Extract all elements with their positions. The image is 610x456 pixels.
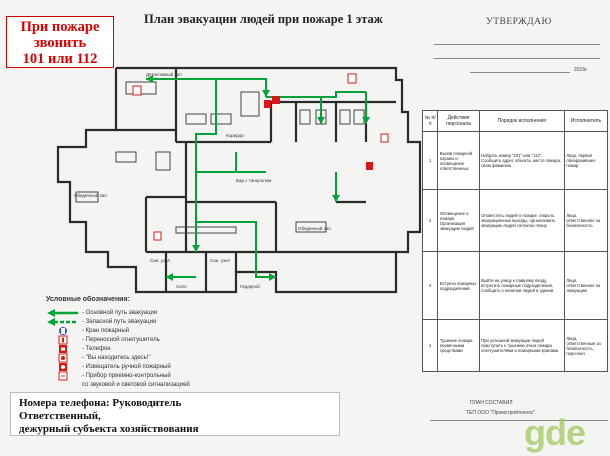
table-cell-n: 2 bbox=[421, 189, 439, 252]
legend-title: Условные обозначения: bbox=[46, 296, 130, 303]
table-cell-n: 3 bbox=[421, 251, 439, 320]
floor-plan: Детективный зал Коридор Бар с танцполом … bbox=[56, 66, 422, 294]
fire-call-line3: 101 или 112 bbox=[22, 51, 98, 67]
approve-heading: УТВЕРЖДАЮ bbox=[486, 17, 552, 27]
room-wardrobe: Гардероб bbox=[240, 284, 260, 289]
table-cell-order: Набрать номер "101" или "112". Сообщить … bbox=[478, 131, 565, 190]
col-number: № п/п bbox=[421, 110, 439, 132]
legend-label: - Извещатель ручной пожарный bbox=[82, 364, 171, 370]
room-dining-left: Обеденный зал bbox=[74, 192, 107, 198]
table-cell-exec: Лицо, ответственное за эвакуацию bbox=[563, 251, 609, 320]
telephone-icon bbox=[44, 344, 82, 354]
fire-call-line1: При пожаре bbox=[20, 19, 100, 35]
table-cell-action: Встреча пожарных подразделений bbox=[437, 251, 480, 320]
phone-box: Номера телефона: Руководитель Ответствен… bbox=[10, 392, 340, 436]
compiled-signature-line bbox=[430, 420, 608, 421]
legend-label: - Запасной путь эвакуации bbox=[82, 319, 157, 325]
fire-hydrant-icon bbox=[44, 326, 82, 336]
compiled-org: ТЕП ООО "Промстройтехнос" bbox=[466, 410, 536, 416]
col-order: Порядок исполнения bbox=[478, 110, 565, 132]
room-wc-1: Сан. узел bbox=[150, 258, 170, 263]
room-corridor: Коридор bbox=[226, 133, 244, 138]
legend-label: - Телефон bbox=[82, 346, 111, 352]
legend-item: - Запасной путь эвакуации bbox=[44, 317, 156, 327]
table-cell-order: Оповестить людей о пожаре, открыть эваку… bbox=[478, 189, 565, 252]
compiled-heading: ПЛАН СОСТАВИЛ bbox=[470, 400, 513, 406]
phone-line1: Номера телефона: Руководитель bbox=[19, 397, 182, 409]
approve-signature-line-3 bbox=[470, 72, 570, 73]
legend-label: - Кран пожарный bbox=[82, 328, 129, 334]
room-wc-2: Сан. узел bbox=[210, 258, 230, 263]
manual-alarm-icon bbox=[44, 362, 82, 372]
fire-call-notice: При пожаре звонить 101 или 112 bbox=[6, 16, 114, 68]
route-arrowheads bbox=[146, 75, 370, 281]
spare-route-arrow-icon bbox=[44, 317, 82, 327]
fire-extinguisher-icon bbox=[44, 335, 82, 345]
table-cell-exec: Лицо, первое обнаружившее пожар bbox=[563, 131, 609, 190]
legend-item: - Переносной огнетушитель bbox=[44, 335, 160, 345]
table-cell-exec: Лица, ответственные за безопасность, пер… bbox=[563, 319, 609, 372]
plan-walls bbox=[56, 66, 422, 294]
fire-equipment-markers bbox=[132, 73, 389, 241]
legend-label: - "Вы находитесь здесь!" bbox=[82, 355, 151, 361]
phone-line3: дежурный субъекта хозяйствования bbox=[19, 423, 199, 435]
room-detective-hall: Детективный зал bbox=[146, 71, 182, 77]
room-bar: Бар с танцполом bbox=[236, 178, 271, 183]
legend-label: - Прибор приемно-контрольный bbox=[82, 373, 171, 379]
table-cell-order: При успешной эвакуации людей приступить … bbox=[478, 319, 565, 372]
legend-item: - Кран пожарный bbox=[44, 326, 129, 336]
you-are-here-icon bbox=[44, 353, 82, 363]
legend-item: - Основной путь эвакуации bbox=[44, 308, 157, 318]
legend-label: - Переносной огнетушитель bbox=[82, 337, 160, 343]
table-cell-n: 1 bbox=[421, 131, 439, 190]
procedure-table-header-row: № п/п Действия персонала Порядок исполне… bbox=[421, 110, 609, 132]
approve-year: 2016г. bbox=[574, 67, 588, 73]
table-cell-exec: Лицо, ответственное за безопасность bbox=[563, 189, 609, 252]
col-action: Действия персонала bbox=[437, 110, 480, 132]
room-hall: Холл bbox=[176, 284, 187, 289]
col-executor: Исполнитель bbox=[563, 110, 609, 132]
watermark-logo: gde bbox=[524, 412, 586, 453]
table-cell-order: Выйти на улицу к главному входу, встрети… bbox=[478, 251, 565, 320]
legend-item: - "Вы находитесь здесь!" bbox=[44, 353, 151, 363]
approve-signature-line-1 bbox=[434, 44, 600, 45]
table-cell-action: Тушение пожара первичными средствами bbox=[437, 319, 480, 372]
legend-item: со звуковой и световой сигнализацией bbox=[44, 380, 190, 390]
legend-label: со звуковой и световой сигнализацией bbox=[82, 382, 190, 388]
approve-signature-line-2 bbox=[434, 58, 600, 59]
legend-item: - Извещатель ручной пожарный bbox=[44, 362, 171, 372]
table-cell-action: Вызов пожарной охраны и оповещение ответ… bbox=[437, 131, 480, 190]
legend-label: - Основной путь эвакуации bbox=[82, 310, 158, 316]
main-route-arrow-icon bbox=[44, 308, 82, 318]
room-dining-right: Обеденный зал bbox=[298, 225, 331, 231]
plan-title: План эвакуации людей при пожаре 1 этаж bbox=[144, 12, 383, 26]
legend-spacer bbox=[44, 380, 82, 390]
fire-call-line2: звонить bbox=[33, 35, 87, 51]
procedure-table: № п/п Действия персонала Порядок исполне… bbox=[421, 110, 609, 372]
legend-item: - Телефон bbox=[44, 344, 111, 354]
control-device-icon bbox=[44, 371, 82, 381]
phone-line2: Ответственный, bbox=[19, 410, 101, 422]
table-cell-action: Оповещение о пожаре. Организация эвакуац… bbox=[437, 189, 480, 252]
legend-item: - Прибор приемно-контрольный bbox=[44, 371, 171, 381]
table-cell-n: 4 bbox=[421, 319, 439, 372]
